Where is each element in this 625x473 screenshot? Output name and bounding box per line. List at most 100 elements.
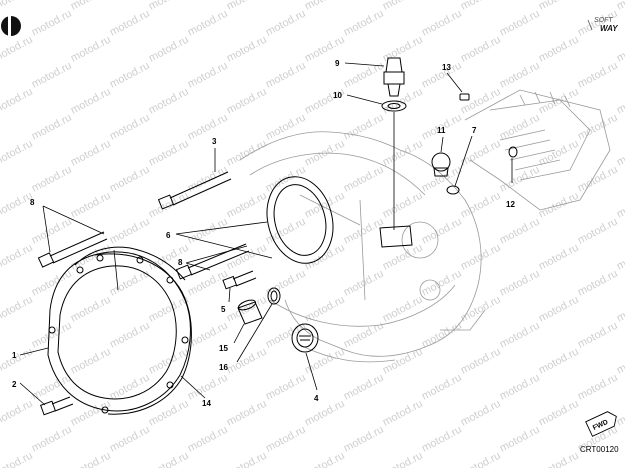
watermark-text: motod.ru (498, 372, 542, 403)
watermark-text: motod.ru (381, 138, 425, 169)
callout-8-upper: 8 (30, 198, 35, 207)
watermark-text: motod.ru (381, 398, 425, 429)
watermark-text: motod.ru (576, 320, 620, 351)
watermark-text: motod.ru (303, 450, 347, 468)
sensor-9 (383, 57, 405, 97)
callout-10: 10 (333, 91, 342, 100)
watermark-text: motod.ru (0, 0, 35, 13)
callout-4: 4 (314, 394, 319, 403)
watermark-text: motod.ru (459, 0, 503, 13)
watermark-text: motod.ru (0, 294, 35, 325)
watermark-text: motod.ru (0, 450, 35, 468)
watermark-text: motod.ru (537, 294, 581, 325)
watermark-text: motod.ru (342, 8, 386, 39)
watermark-text: motod.ru (576, 372, 620, 403)
watermark-text: motod.ru (342, 372, 386, 403)
watermark-text: motod.ru (498, 8, 542, 39)
drawing-code: CRT00120 (580, 445, 619, 454)
watermark-text: motod.ru (303, 398, 347, 429)
watermark-text: motod.ru (342, 164, 386, 195)
watermark-text: motod.ru (69, 34, 113, 65)
watermark-text: motod.ru (459, 294, 503, 325)
watermark-text: motod.ru (186, 60, 230, 91)
pin-13 (459, 93, 470, 101)
watermark-text: motod.ru (264, 8, 308, 39)
watermark-text: motod.ru (108, 216, 152, 247)
watermark-text: motod.ru (0, 86, 35, 117)
watermark-text: motod.ru (459, 450, 503, 468)
engine-casing-outline (239, 89, 611, 363)
watermark-text: motod.ru (30, 424, 74, 455)
watermark-text: motod.ru (147, 242, 191, 273)
callout-1: 1 (12, 351, 17, 360)
washer-10 (381, 100, 407, 112)
watermark-text: motod.ru (615, 346, 625, 377)
watermark-text: motod.ru (498, 112, 542, 143)
watermark-text: motod.ru (537, 450, 581, 468)
watermark-text: motod.ru (147, 138, 191, 169)
watermark-text: motod.ru (498, 216, 542, 247)
watermark-text: motod.ru (420, 8, 464, 39)
watermark-text: motod.ru (498, 424, 542, 455)
watermark-text: motod.ru (303, 34, 347, 65)
watermark-text: motod.ru (459, 398, 503, 429)
clutch-cover-1 (47, 246, 191, 414)
watermark-text: motod.ru (615, 86, 625, 117)
watermark-text: motod.ru (147, 450, 191, 468)
callout-3: 3 (212, 137, 217, 146)
watermark-text: motod.ru (537, 242, 581, 273)
watermark-text: motod.ru (147, 86, 191, 117)
watermark-text: motod.ru (30, 8, 74, 39)
watermark-text: motod.ru (420, 424, 464, 455)
watermark-text: motod.ru (0, 138, 35, 169)
watermark-text: motod.ru (498, 60, 542, 91)
watermark-text: motod.ru (225, 450, 269, 468)
watermark-text: motod.ru (303, 346, 347, 377)
watermark-text: motod.ru (69, 450, 113, 468)
watermark-text: motod.ru (576, 164, 620, 195)
watermark-text: motod.ru (69, 86, 113, 117)
washer-16 (267, 287, 281, 305)
callout-8-lower: 8 (178, 258, 183, 267)
watermark-text: motod.ru (69, 190, 113, 221)
watermark-text: motod.ru (459, 34, 503, 65)
plug-11 (431, 152, 451, 177)
watermark-text: motod.ru (615, 294, 625, 325)
watermark-text: motod.ru (186, 424, 230, 455)
watermark-text: motod.ru (420, 268, 464, 299)
watermark-text: motod.ru (576, 216, 620, 247)
sight-glass-4 (291, 323, 319, 353)
watermark-text: motod.ru (108, 424, 152, 455)
watermark-text: motod.ru (108, 8, 152, 39)
watermark-text: motod.ru (264, 372, 308, 403)
watermark-text: motod.ru (225, 346, 269, 377)
watermark-text: motod.ru (147, 190, 191, 221)
watermark-text: motod.ru (537, 398, 581, 429)
leader-lines (19, 62, 513, 406)
callout-labels: 1 2 3 4 5 6 7 8 8 9 10 11 12 13 14 15 16 (12, 59, 515, 408)
watermark-text: motod.ru (264, 268, 308, 299)
watermark-text: motod.ru (108, 164, 152, 195)
watermark-text: motod.ru (108, 372, 152, 403)
watermark-text: motod.ru (381, 294, 425, 325)
callout-11: 11 (437, 126, 446, 135)
callout-16: 16 (219, 363, 228, 372)
watermark-text: motod.ru (615, 34, 625, 65)
callout-15: 15 (219, 344, 228, 353)
watermark-text: motod.ru (30, 112, 74, 143)
watermark-text: motod.ru (303, 294, 347, 325)
watermark-text: motod.ru (30, 216, 74, 247)
watermark-text: motod.ru (69, 346, 113, 377)
watermark-text: motod.ru (459, 190, 503, 221)
callout-13: 13 (442, 63, 451, 72)
watermark-text: motod.ru (498, 164, 542, 195)
watermark-text: motod.ru (264, 164, 308, 195)
watermark-text: motod.ru (381, 190, 425, 221)
watermark-text: motod.ru (420, 320, 464, 351)
watermark-text: motod.ru (0, 346, 35, 377)
watermark-text: motod.ru (381, 450, 425, 468)
watermark-text: motod.ru (381, 0, 425, 13)
watermark-text: motod.ru (264, 424, 308, 455)
